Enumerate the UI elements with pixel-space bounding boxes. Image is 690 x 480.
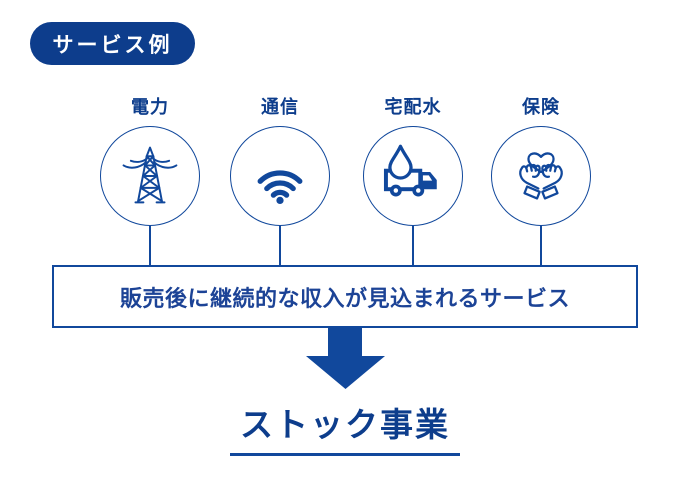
service-column-insurance: 保険 <box>476 96 606 226</box>
wifi-icon <box>257 170 303 205</box>
badge-label: サービス例 <box>52 32 173 57</box>
connector-line-communication <box>279 226 281 267</box>
service-column-communication: 通信 <box>215 96 345 226</box>
service-circle-water-delivery <box>363 126 463 226</box>
water-delivery-truck-icon <box>383 144 437 197</box>
connector-line-electricity <box>149 226 151 267</box>
service-label-communication: 通信 <box>261 97 299 118</box>
summary-box: 販売後に継続的な収入が見込まれるサービス <box>52 265 638 328</box>
hands-holding-heart-icon <box>519 152 563 200</box>
service-label-water-delivery: 宅配水 <box>384 97 442 118</box>
transmission-tower-icon <box>122 146 178 204</box>
connector-line-water-delivery <box>412 226 414 267</box>
service-circle-electricity <box>100 126 200 226</box>
service-example-badge: サービス例 <box>30 22 195 65</box>
service-label-insurance: 保険 <box>522 97 560 118</box>
service-column-water-delivery: 宅配水 <box>348 96 478 226</box>
result-title: ストック事業 <box>0 398 690 456</box>
service-circle-insurance <box>491 126 591 226</box>
result-label: ストック事業 <box>230 398 460 456</box>
summary-text: 販売後に継続的な収入が見込まれるサービス <box>119 286 570 312</box>
service-circle-communication <box>230 126 330 226</box>
service-column-electricity: 電力 <box>85 96 215 226</box>
connector-line-insurance <box>540 226 542 267</box>
down-arrow-icon <box>306 327 385 389</box>
service-label-electricity: 電力 <box>131 97 169 118</box>
